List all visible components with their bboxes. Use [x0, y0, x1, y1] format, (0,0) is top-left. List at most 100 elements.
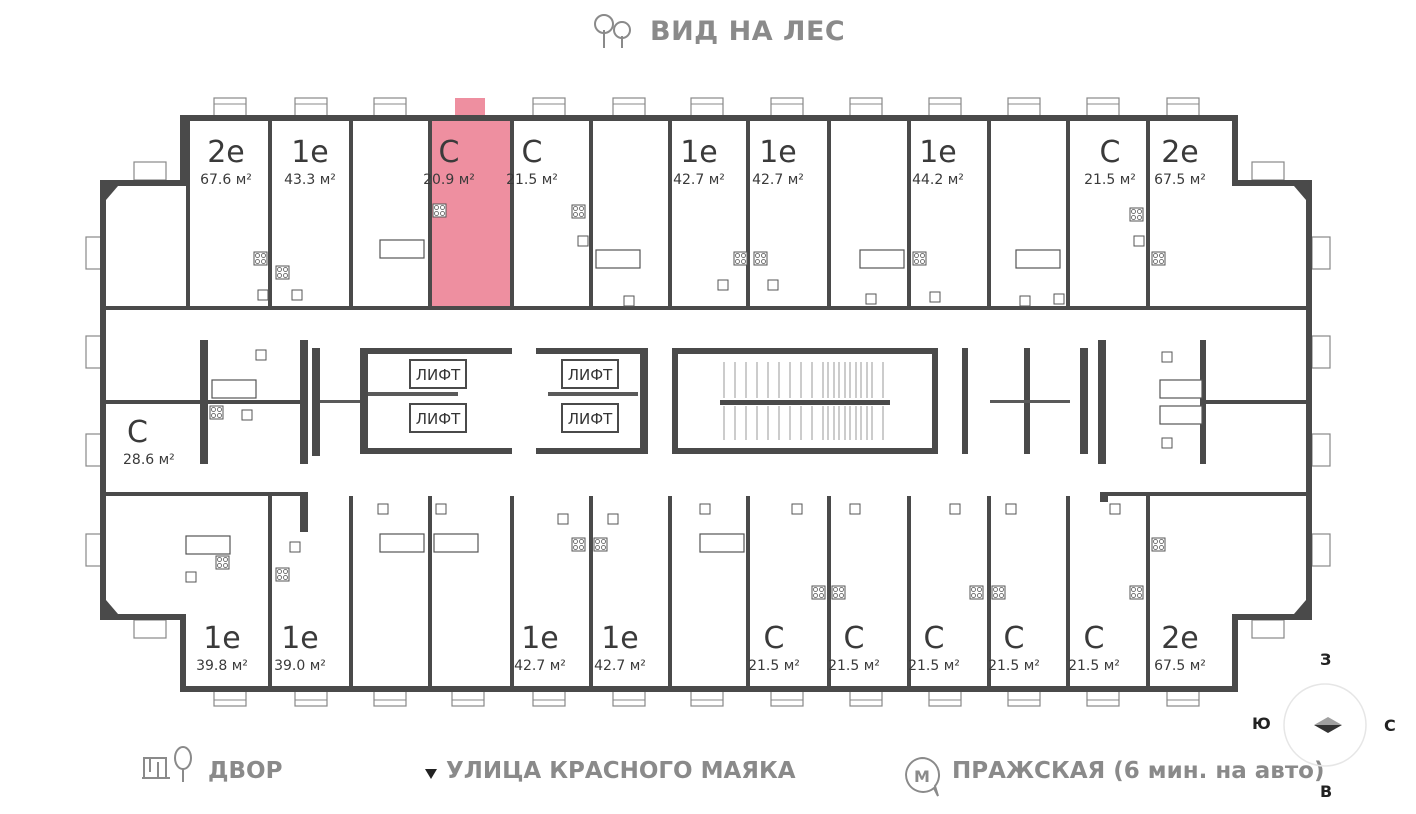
burner: [914, 259, 919, 264]
bathtub-icon: [433, 533, 479, 553]
apartment-bottom-area: 42.7 м²: [594, 658, 646, 674]
apartment-bottom-type: 1е: [281, 621, 319, 656]
sink-icon: [1109, 503, 1121, 515]
burner: [223, 557, 228, 562]
apartment-left-area: 28.6 м²: [123, 452, 175, 468]
stove-icon: [571, 537, 586, 552]
burner: [833, 593, 838, 598]
burner: [819, 587, 824, 592]
sink-icon: [767, 279, 779, 291]
apartment-top-type: 1е: [919, 135, 957, 170]
bathtub-icon: [859, 249, 905, 269]
bathtub-icon: [595, 249, 641, 269]
burner: [755, 253, 760, 258]
burner: [1137, 209, 1142, 214]
wall: [1232, 180, 1312, 186]
apartment-top-area: 67.5 м²: [1154, 172, 1206, 188]
burner: [999, 587, 1004, 592]
corner: [100, 600, 118, 614]
burner: [993, 593, 998, 598]
burner: [434, 211, 439, 216]
apartment-bottom-area: 39.8 м²: [196, 658, 248, 674]
street-arrow-icon: [425, 769, 437, 779]
partition: [320, 400, 360, 403]
burner: [755, 259, 760, 264]
burner: [971, 593, 976, 598]
metro-label: ПРАЖСКАЯ (6 мин. на авто): [952, 758, 1325, 784]
stove-icon: [831, 585, 846, 600]
wall: [907, 496, 911, 688]
sink-icon: [1133, 235, 1145, 247]
elevator-cabin: [409, 359, 467, 389]
compass-north-label: З: [1320, 650, 1332, 669]
apartment-bottom-area: 67.5 м²: [1154, 658, 1206, 674]
stove-icon: [1151, 537, 1166, 552]
apartment-top-area: 20.9 м²: [423, 172, 475, 188]
sink-icon: [557, 513, 569, 525]
burner: [277, 273, 282, 278]
burner: [434, 205, 439, 210]
sink-icon: [435, 503, 447, 515]
wall: [1200, 400, 1312, 404]
apartment-top-type: 2е: [207, 135, 245, 170]
burner: [1159, 253, 1164, 258]
burner: [999, 593, 1004, 598]
wall: [428, 118, 432, 308]
burner: [573, 212, 578, 217]
sink-icon: [185, 571, 197, 583]
burner: [920, 253, 925, 258]
partition: [990, 400, 1070, 403]
sink-icon: [289, 541, 301, 553]
apartment-bottom-area: 21.5 м²: [1068, 658, 1120, 674]
burner: [839, 593, 844, 598]
compass-east-label: С: [1384, 716, 1396, 735]
burner: [1153, 539, 1158, 544]
burner: [920, 259, 925, 264]
burner: [211, 407, 216, 412]
burner: [1137, 593, 1142, 598]
apartment-bottom-type: С: [844, 621, 865, 656]
wall: [349, 118, 353, 308]
burner: [595, 545, 600, 550]
burner: [761, 259, 766, 264]
burner: [1131, 215, 1136, 220]
apartment-top-area: 42.7 м²: [752, 172, 804, 188]
wall: [186, 118, 190, 308]
yard-label: ДВОР: [208, 758, 283, 784]
sink-icon: [1005, 503, 1017, 515]
burner: [741, 253, 746, 258]
wall: [268, 496, 272, 688]
apartment-bottom-area: 21.5 м²: [988, 658, 1040, 674]
wall: [1066, 118, 1070, 308]
stove-icon: [753, 251, 768, 266]
wall: [932, 348, 938, 454]
metro-icon-letter: М: [914, 767, 930, 786]
stove-icon: [811, 585, 826, 600]
apartment-bottom-type: С: [1084, 621, 1105, 656]
wall: [300, 492, 308, 532]
wall: [536, 348, 648, 354]
burner: [217, 563, 222, 568]
apartment-bottom-type: 2е: [1161, 621, 1199, 656]
wall: [510, 118, 514, 308]
wall: [668, 118, 672, 308]
wall: [180, 115, 186, 185]
apartment-top-area: 42.7 м²: [673, 172, 725, 188]
burner: [735, 259, 740, 264]
apartment-bottom-type: 1е: [521, 621, 559, 656]
view-direction-label: ВИД НА ЛЕС: [650, 16, 846, 47]
burner: [217, 413, 222, 418]
burner: [1137, 587, 1142, 592]
sink-icon: [377, 503, 389, 515]
apartment-bottom-area: 39.0 м²: [274, 658, 326, 674]
burner: [283, 267, 288, 272]
elevator-label: ЛИФТ: [568, 366, 613, 384]
wall: [672, 448, 938, 454]
wall: [1232, 614, 1238, 692]
wall: [100, 180, 186, 186]
burner: [261, 259, 266, 264]
wall: [720, 400, 890, 405]
burner: [1153, 545, 1158, 550]
apartment-bottom-type: 1е: [601, 621, 639, 656]
wall: [746, 118, 750, 308]
